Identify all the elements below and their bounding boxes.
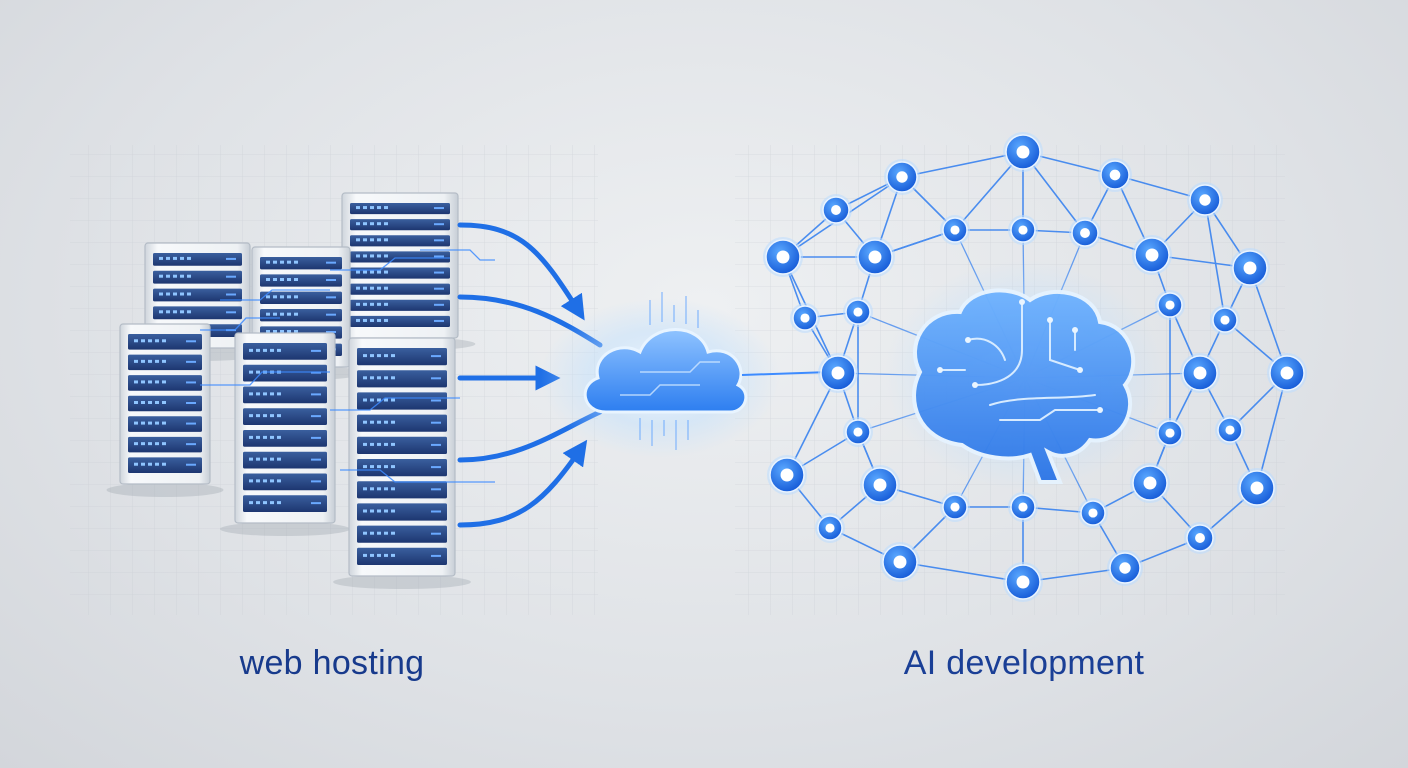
network-node xyxy=(790,303,820,333)
arrow-1 xyxy=(457,222,585,321)
network-node xyxy=(1184,522,1216,554)
server-rack-icon xyxy=(324,192,476,351)
network-node xyxy=(860,465,900,505)
circuit-traces xyxy=(200,249,495,483)
network-node xyxy=(820,194,852,226)
network-node xyxy=(940,492,970,522)
cloud-to-network-link xyxy=(741,371,831,376)
ai-development-label: AI development xyxy=(903,644,1145,682)
network-node xyxy=(855,237,895,277)
brain-circuit-icon xyxy=(885,260,1165,490)
network-node xyxy=(815,513,845,543)
network-node xyxy=(818,353,858,393)
network-node xyxy=(1132,235,1172,275)
network-node xyxy=(1069,217,1101,249)
network-node xyxy=(1180,353,1220,393)
network-node xyxy=(880,542,920,582)
network-node xyxy=(1155,290,1185,320)
network-node xyxy=(1155,418,1185,448)
cloud-icon xyxy=(540,292,780,458)
network-node xyxy=(1267,353,1307,393)
network-node xyxy=(1107,550,1143,586)
network-node xyxy=(1230,248,1270,288)
server-rack-icon xyxy=(220,332,350,536)
web-hosting-label: web hosting xyxy=(239,644,425,682)
network-node xyxy=(1008,492,1038,522)
network-node xyxy=(1210,305,1240,335)
network-node xyxy=(1098,158,1132,192)
network-node xyxy=(1130,463,1170,503)
network-node xyxy=(843,297,873,327)
network-node xyxy=(1078,498,1108,528)
network-node xyxy=(1003,132,1043,172)
network-node xyxy=(884,159,920,195)
network-node xyxy=(767,455,807,495)
server-racks xyxy=(106,192,476,589)
network-node xyxy=(1008,215,1038,245)
neural-network-icon xyxy=(763,132,1307,602)
network-node xyxy=(940,215,970,245)
network-node xyxy=(763,237,803,277)
server-rack-icon xyxy=(333,337,471,589)
network-node xyxy=(1237,468,1277,508)
arrow-5 xyxy=(457,439,588,528)
network-node xyxy=(1215,415,1245,445)
network-node xyxy=(1003,562,1043,602)
network-node xyxy=(843,417,873,447)
server-rack-icon xyxy=(106,323,224,497)
network-node xyxy=(1187,182,1223,218)
